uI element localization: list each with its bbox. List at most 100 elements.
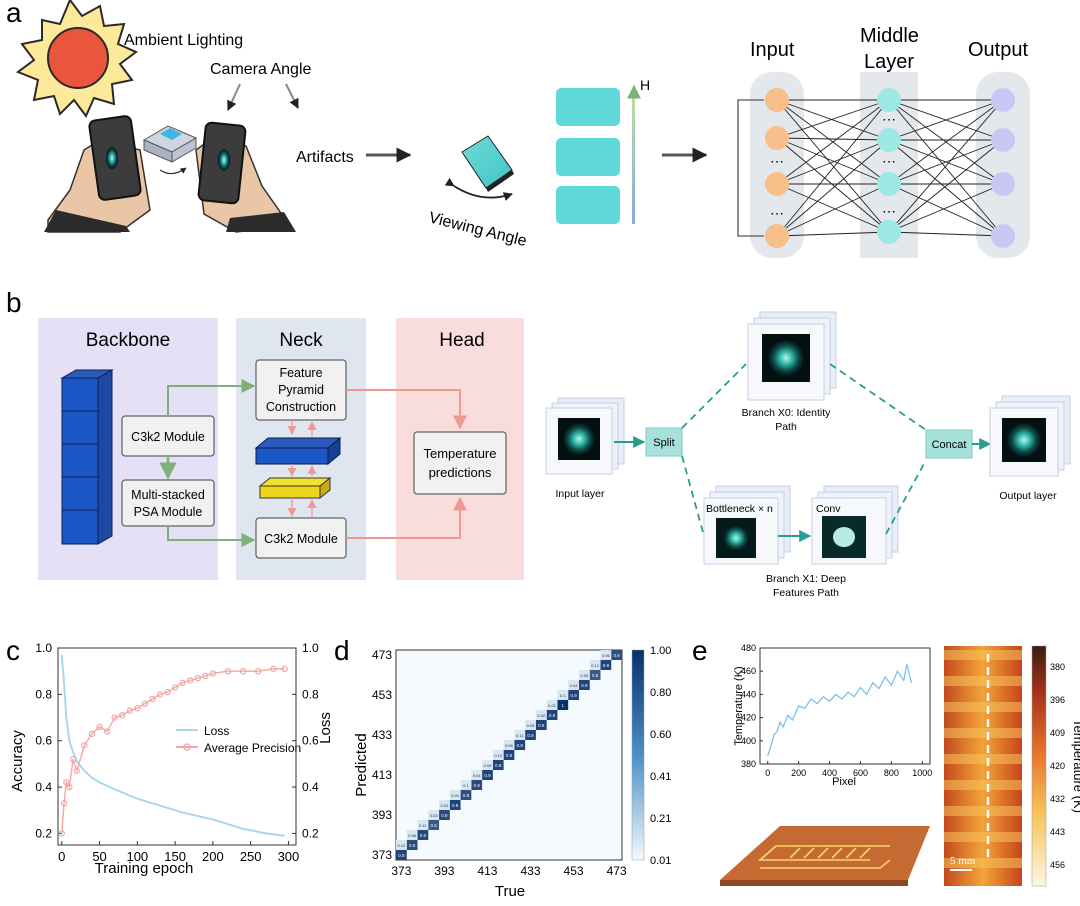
fpc-label-3: Construction xyxy=(266,400,336,414)
neck-c3k2-label: C3k2 Module xyxy=(264,532,338,546)
chart-c-ap-point xyxy=(73,767,81,775)
neck-arrows xyxy=(287,420,317,518)
confusion-cell-off xyxy=(546,700,558,710)
thermal-colorbar-tick: 380 xyxy=(1050,662,1065,672)
confusion-cell-off xyxy=(471,770,483,780)
bottleneck-stack xyxy=(703,485,791,565)
backbone-title: Backbone xyxy=(86,330,171,351)
x0-to-concat-line xyxy=(829,363,927,431)
chart-c-ytick-label: 0.2 xyxy=(35,826,52,840)
chart-c-ap-point xyxy=(281,665,288,673)
chart-c-ap-point xyxy=(88,730,96,737)
confusion-cell-off xyxy=(600,650,612,660)
thermal-band xyxy=(944,806,1022,816)
chart-c-ap-point xyxy=(187,677,194,684)
viewing-angle-arrow xyxy=(444,177,513,201)
fpc-label-2: Pyramid xyxy=(278,383,324,397)
chart-c-ytick-label: 1.0 xyxy=(35,641,52,655)
confusion-cell-value: 0.8 xyxy=(613,653,620,658)
confusion-cell-value: 0.9 xyxy=(517,743,524,748)
chart-d-ytick-label: 433 xyxy=(372,728,392,742)
chart-c-y2tick-label: 1.0 xyxy=(302,641,319,655)
feature-slab-yellow xyxy=(258,476,332,500)
confusion-cell-value: 0.8 xyxy=(463,793,470,798)
branch-x1-label-1: Branch X1: Deep xyxy=(766,573,846,585)
screen-stack-2 xyxy=(556,138,620,176)
chart-c-y2label: Loss xyxy=(317,712,334,744)
confusion-cell-value: 0.1 xyxy=(560,693,566,698)
chart-e-ytick-label: 420 xyxy=(741,713,756,723)
confusion-cell-off xyxy=(482,760,493,770)
nn-output-node xyxy=(991,224,1015,248)
confusion-cell-value: 0.06 xyxy=(602,653,611,658)
conv-to-concat-line xyxy=(885,459,927,535)
confusion-cell-value: 0.9 xyxy=(484,773,491,778)
chart-d-xtick-label: 413 xyxy=(477,864,497,878)
confusion-cell-diagonal xyxy=(568,690,579,700)
confusion-cell-value: 0.9 xyxy=(452,803,459,808)
chart-c-ylabel: Accuracy xyxy=(9,730,26,792)
confusion-cell-value: 1 xyxy=(562,703,565,708)
viewing-angle-label: Viewing Angle xyxy=(427,209,528,250)
confusion-cell-off xyxy=(535,710,547,720)
chart-d-ytick-label: 393 xyxy=(372,808,392,822)
neural-network: ⋯⋯⋯⋯⋯ xyxy=(737,72,1030,258)
confusion-cell-diagonal xyxy=(546,710,558,720)
confusion-cell-diagonal xyxy=(428,820,440,830)
panel-d: d 0.90.80.120.90.060.80.110.90.030.90.02… xyxy=(334,635,671,900)
chart-d-xtick-label: 433 xyxy=(521,864,541,878)
h-gradient-bar xyxy=(632,92,635,224)
chart-c-y2tick-label: 0.8 xyxy=(302,687,319,701)
chart-c-ytick-label: 0.4 xyxy=(35,780,52,794)
confusion-cell-off xyxy=(417,820,429,830)
thermal-band xyxy=(944,754,1022,764)
confusion-cell-value: 0.04 xyxy=(473,773,482,778)
nn-input-node xyxy=(765,172,789,196)
chart-e-ytick-label: 380 xyxy=(741,759,756,769)
chart-c-ap-point xyxy=(111,714,118,721)
chart-c-ap-point xyxy=(66,783,73,791)
confusion-cell-value: 0.12 xyxy=(591,663,600,668)
c3k2-to-fpc-arrow xyxy=(167,379,256,416)
psa-label-1: Multi-stacked xyxy=(131,488,205,502)
confusion-cell-off xyxy=(578,670,590,680)
c3k2-to-head-arrow xyxy=(346,496,467,539)
chart-c-y2tick-label: 0.2 xyxy=(302,826,319,840)
chart-d-xtick-label: 473 xyxy=(607,864,627,878)
legend-ap-label: Average Precision xyxy=(204,741,301,755)
chart-c-ap-point xyxy=(156,691,164,698)
confusion-cell-diagonal xyxy=(589,670,601,680)
confusion-cell-diagonal xyxy=(449,800,461,810)
scale-bar-label: 5 mm xyxy=(950,855,976,867)
input-layer-stack xyxy=(545,397,625,475)
confusion-cell-value: 0.9 xyxy=(474,783,481,788)
thermal-colorbar xyxy=(1031,645,1047,887)
nn-middle-node xyxy=(877,172,901,196)
confusion-cell-value: 0.8 xyxy=(592,673,599,678)
bottleneck-label: Bottleneck × n xyxy=(706,503,773,515)
confusion-cell-value: 0.9 xyxy=(398,853,405,858)
legend-loss-label: Loss xyxy=(204,724,229,738)
chart-d-xtick-label: 373 xyxy=(391,864,411,878)
panel-a: a Ambient Lighting Camera Angle xyxy=(6,0,1030,258)
chart-c-ap-point xyxy=(60,800,68,807)
confusion-cell-value: 0.9 xyxy=(570,693,577,698)
chart-d-xtick-label: 393 xyxy=(434,864,454,878)
confusion-cell-diagonal xyxy=(396,850,407,860)
chart-d-xtick-label: 453 xyxy=(564,864,584,878)
chart-c-ap-point xyxy=(126,707,133,714)
thermal-colorbar-tick: 396 xyxy=(1050,695,1065,705)
conv-stack xyxy=(811,485,899,565)
confusion-cell-off xyxy=(525,720,536,730)
confusion-cell-value: 0.12 xyxy=(494,753,503,758)
confusion-cell-value: 0.9 xyxy=(581,683,588,688)
chart-e-ytick-label: 440 xyxy=(741,689,756,699)
psa-module-box xyxy=(121,479,215,527)
nn-input-label: Input xyxy=(750,39,795,61)
chart-c-ap-point xyxy=(149,695,156,703)
thermal-band xyxy=(944,832,1022,842)
confusion-cell-diagonal xyxy=(525,730,536,740)
chart-e-series-temperature xyxy=(767,664,913,757)
